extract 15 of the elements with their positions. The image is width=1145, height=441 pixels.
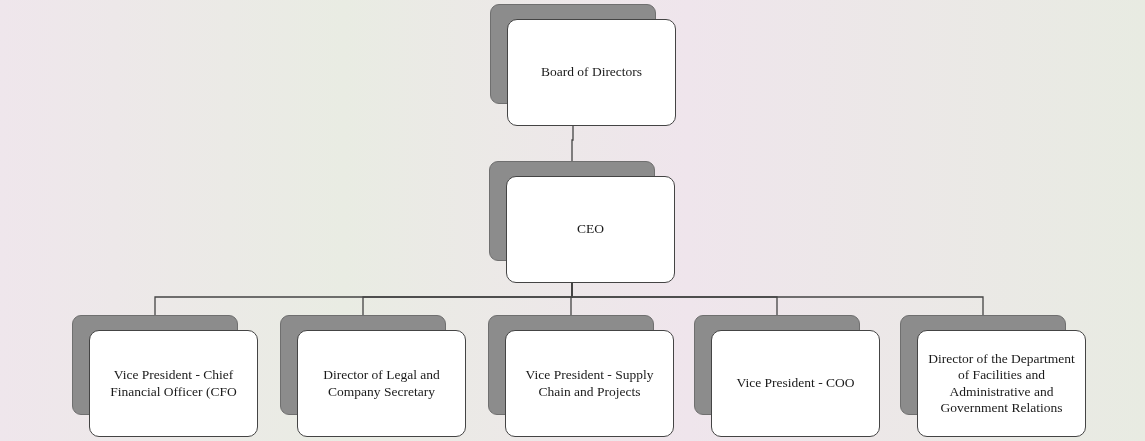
position-box — [900, 315, 1086, 437]
position-box — [490, 4, 676, 126]
position-box — [489, 161, 675, 283]
position-title: Vice President - Chief Financial Officer (CFO — [109, 367, 238, 400]
position-box — [280, 315, 466, 437]
position-title: Board of Directors — [540, 64, 643, 81]
position-title: CEO — [577, 221, 604, 238]
position-box — [488, 315, 674, 437]
position-title: Director of Legal and Company Secretary — [322, 367, 441, 400]
position-title: Vice President - Supply Chain and Projects — [524, 367, 655, 400]
position-title: Director of the Department of Facilities and Administrative and Government Relations — [927, 351, 1076, 416]
position-title: Vice President - COO — [736, 375, 855, 392]
position-box — [694, 315, 880, 437]
position-box — [72, 315, 258, 437]
connector-line — [571, 125, 574, 162]
